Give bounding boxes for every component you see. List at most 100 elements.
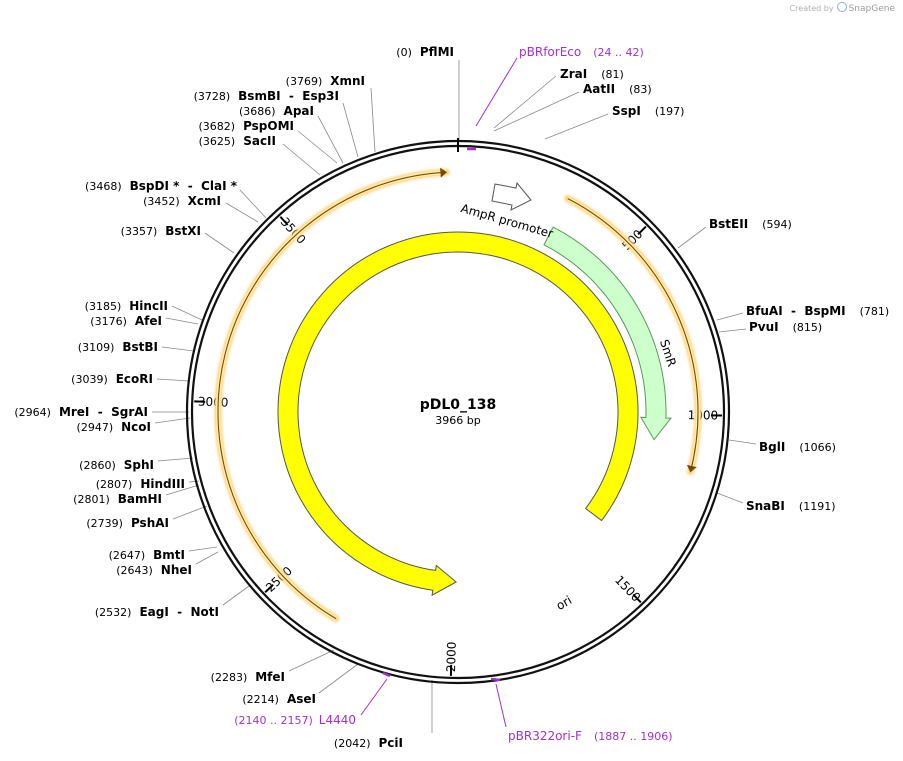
- site-name: BstBI: [122, 340, 158, 354]
- site-position: (2807): [96, 478, 133, 491]
- tick-mark: [632, 593, 642, 604]
- site-position: (3185): [85, 300, 122, 313]
- site-position: (197): [655, 105, 685, 118]
- site-position: (2283): [211, 671, 248, 684]
- feature-layer: [214, 147, 702, 682]
- site-position: (3625): [199, 135, 236, 148]
- site-label: (2283)MfeI: [211, 670, 285, 684]
- primer-label: (2140 .. 2157)L4440: [234, 713, 356, 727]
- snapgene-logo-icon: [836, 2, 847, 12]
- site-name: EcoRI: [116, 372, 153, 386]
- site-label: SspI (197): [612, 104, 684, 118]
- site-label: (2042)PciI: [334, 736, 403, 750]
- site-leader-line: [728, 439, 757, 445]
- site-label: (3185) HincII: [85, 299, 168, 313]
- tick-label: 2000: [444, 641, 459, 672]
- site-name: PshAI: [131, 516, 169, 530]
- site-name: BmtI: [153, 548, 185, 562]
- site-leader-line: [544, 113, 609, 140]
- smr-feature-arrow: [543, 226, 672, 441]
- site-label: (3357) BstXI: [121, 224, 201, 238]
- site-name: HincII: [129, 299, 168, 313]
- site-leader-line: [204, 232, 235, 254]
- site-leader-line: [282, 143, 321, 176]
- site-position: (83): [629, 83, 652, 96]
- site-name: SspI: [612, 104, 641, 118]
- site-name: PflMI: [420, 45, 454, 59]
- site-leader-line: [318, 663, 359, 694]
- site-leader-line: [297, 130, 338, 164]
- snapgene-watermark: Created by SnapGene: [790, 2, 895, 14]
- primer-leader-line: [360, 678, 388, 716]
- site-leader-line: [493, 75, 557, 129]
- plasmid-name: pDL0_138: [420, 397, 497, 413]
- site-name: ApaI: [284, 104, 314, 118]
- site-position: (2042): [334, 737, 371, 750]
- plasmid-size: 3966 bp: [435, 414, 480, 427]
- primer-mark: [382, 671, 391, 678]
- site-position: (781): [860, 305, 890, 318]
- site-name: PspOMI: [243, 119, 294, 133]
- primer-name: pBR322ori-F: [508, 729, 582, 743]
- site-label: (3452)XcmI: [143, 194, 221, 208]
- site-leader-line: [188, 546, 218, 552]
- site-position: (2532): [95, 606, 132, 619]
- site-name: BfuAI - BspMI: [746, 304, 846, 318]
- site-leader-line: [188, 480, 200, 483]
- site-leader-line: [493, 91, 580, 132]
- site-leader-line: [677, 226, 707, 249]
- primer-leader-line: [495, 683, 507, 728]
- primer-range: (2140 .. 2157): [234, 714, 313, 727]
- site-leader-line: [288, 649, 335, 672]
- site-label: BglI(1066): [759, 440, 836, 454]
- tick-mark: [637, 225, 647, 236]
- site-position: (2647): [109, 549, 146, 562]
- site-position: (3357): [121, 225, 158, 238]
- site-label: (3769)XmnI: [286, 74, 365, 88]
- site-label: (2801)BamHI: [73, 492, 162, 506]
- site-position: (3686): [239, 105, 276, 118]
- site-label: (0) PflMI: [396, 45, 454, 59]
- site-name: BstEII: [709, 217, 748, 231]
- site-name: ZraI: [560, 67, 587, 81]
- site-name: BspDI * - ClaI *: [130, 179, 238, 193]
- site-position: (81): [601, 68, 624, 81]
- site-label: SnaBI(1191): [746, 499, 835, 513]
- watermark-brand: SnapGene: [848, 4, 895, 14]
- site-leader-line: [172, 505, 208, 520]
- site-label: (3109)BstBI: [78, 340, 158, 354]
- site-label: (3682)PspOMI: [198, 119, 294, 133]
- site-label: (3039)EcoRI: [71, 372, 153, 386]
- primer-label: pBR322ori-F(1887 .. 1906): [508, 729, 673, 743]
- primer-name: pBRforEco: [519, 45, 581, 59]
- site-name: BstXI: [165, 224, 201, 238]
- site-leader-line: [718, 328, 747, 333]
- site-label: (2643)NheI: [116, 563, 192, 577]
- site-name: XmnI: [330, 74, 365, 88]
- site-position: (3176): [90, 315, 127, 328]
- site-label: (2860)SphI: [79, 458, 154, 472]
- site-position: (3452): [143, 195, 180, 208]
- site-leader-line: [222, 585, 250, 606]
- ori-feature-arrow: [277, 231, 639, 597]
- site-label: (2807)HindIII: [96, 477, 185, 491]
- site-leader-line: [342, 102, 359, 158]
- site-label: (2739)PshAI: [86, 516, 169, 530]
- site-position: (3468): [85, 180, 122, 193]
- right-orange-arc: [564, 195, 702, 476]
- site-position: (2214): [242, 693, 279, 706]
- site-position: (0): [396, 46, 412, 59]
- site-position: (3728): [194, 90, 231, 103]
- tick-mark: [264, 584, 274, 594]
- site-leader-line: [165, 317, 199, 325]
- site-name: SphI: [124, 458, 154, 472]
- site-position: (594): [762, 218, 792, 231]
- site-position: (2947): [77, 421, 114, 434]
- site-name: SacII: [243, 134, 276, 148]
- site-name: NcoI: [121, 420, 151, 434]
- site-leader-line: [239, 189, 267, 219]
- watermark-prefix: Created by: [789, 4, 834, 13]
- site-name: BsmBI - Esp3I: [238, 89, 339, 103]
